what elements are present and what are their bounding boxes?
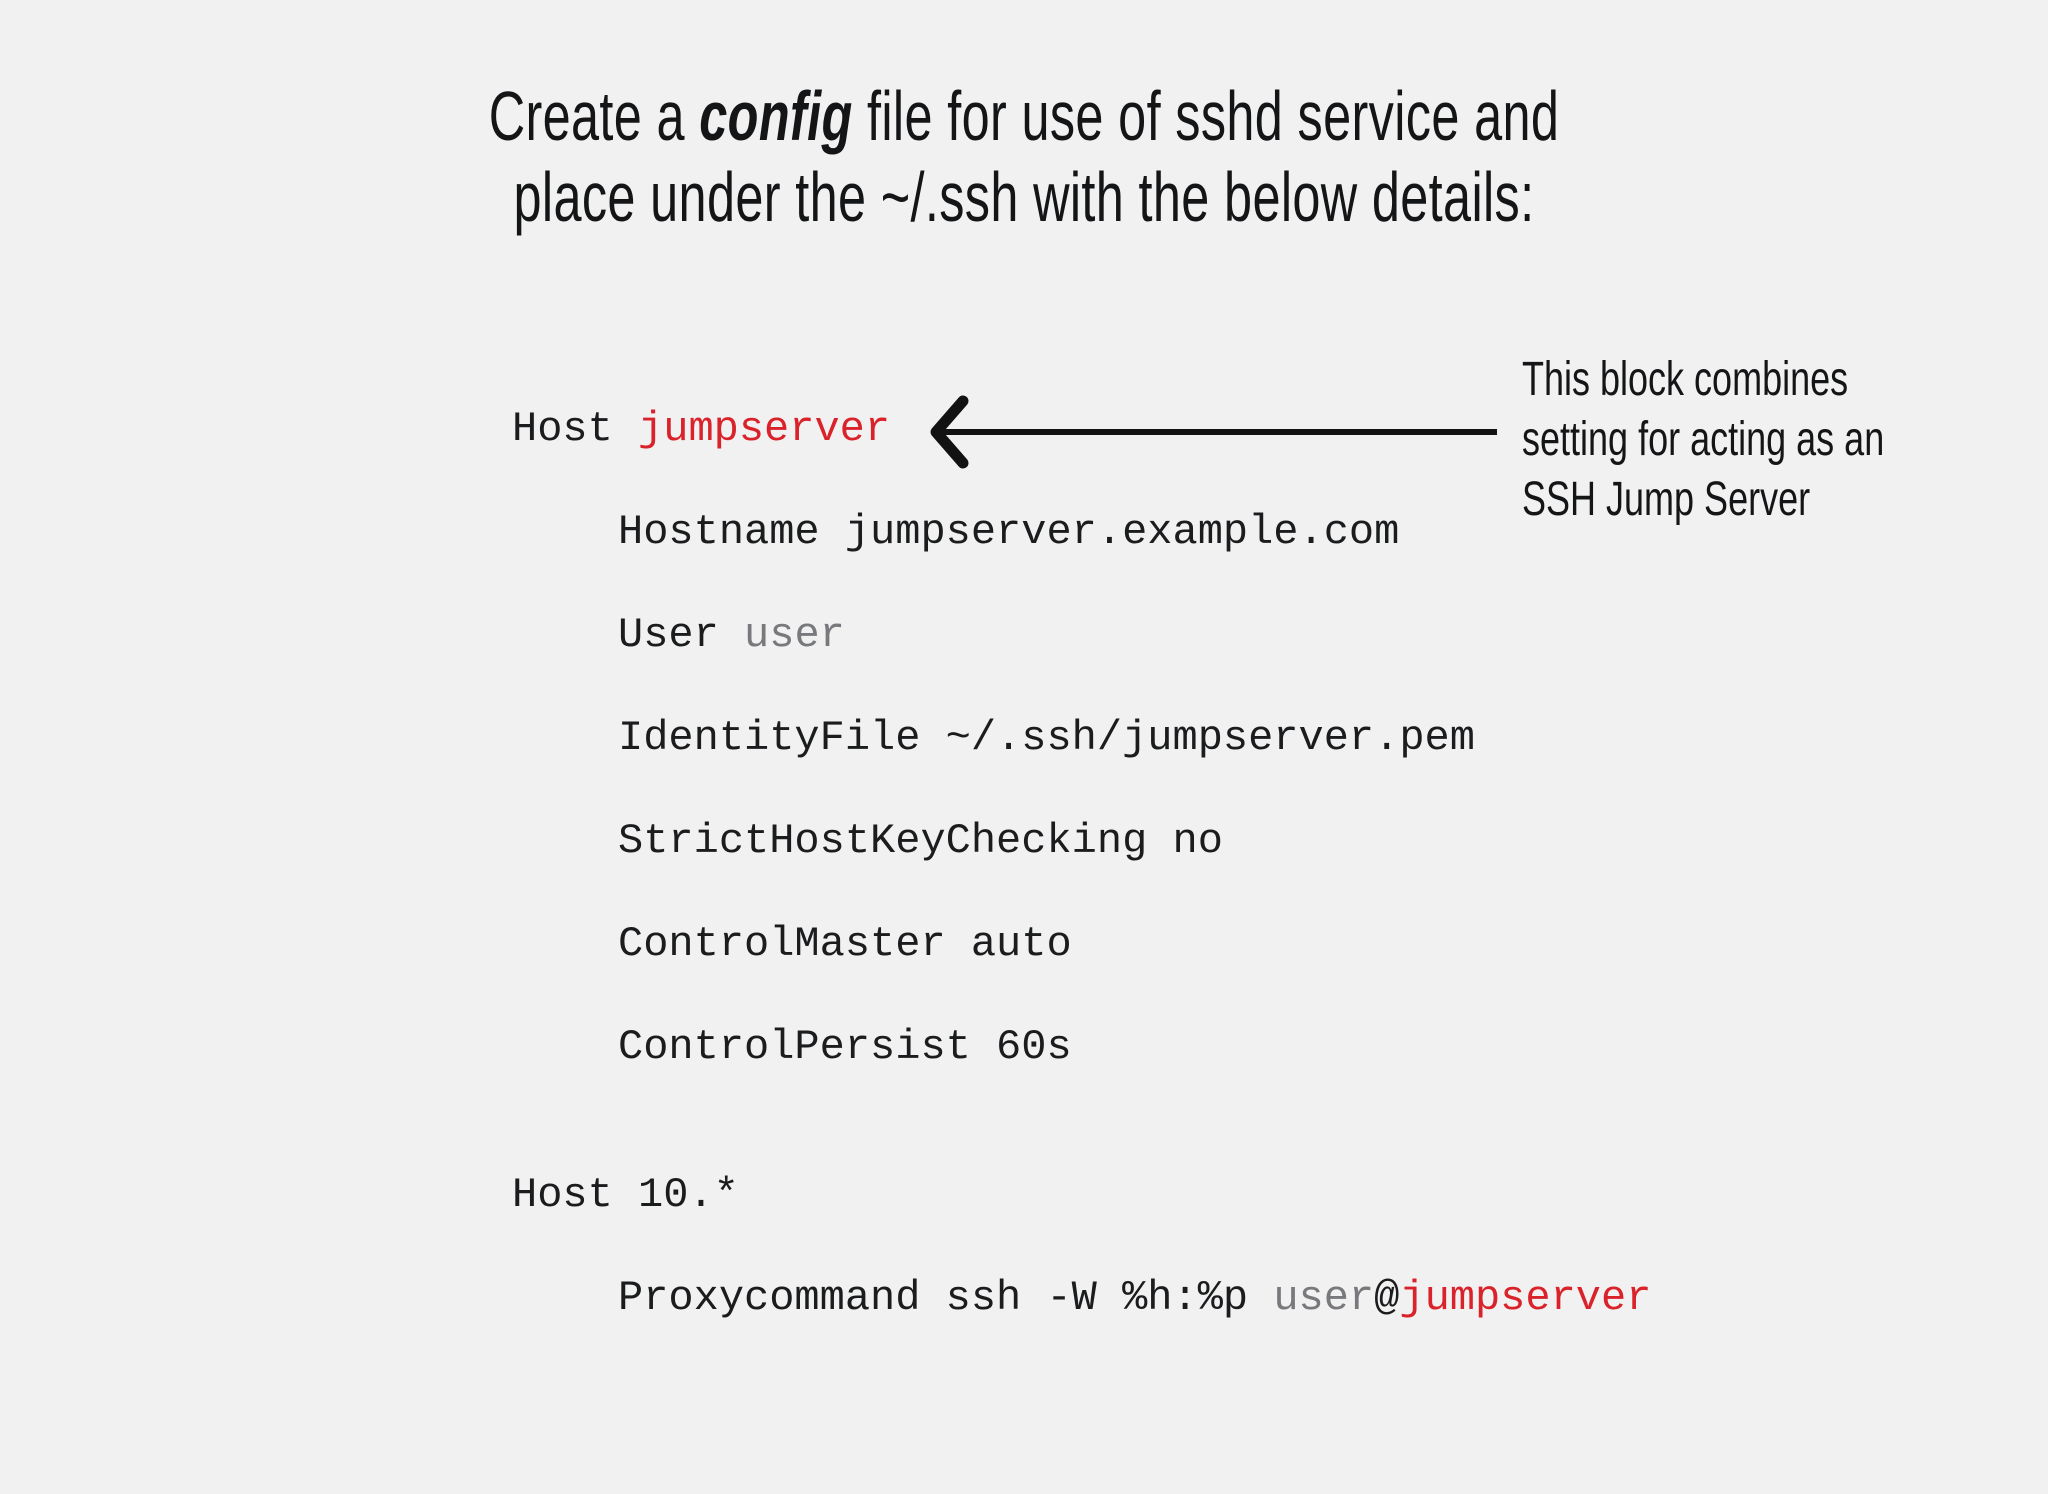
config-segment-dark: Proxycommand ssh -W %h:%p [618,1274,1274,1322]
config-line: ControlMaster auto [512,893,1651,996]
config-segment-dark: ControlPersist 60s [618,1023,1072,1071]
annotation-line: setting for acting as an [1522,413,1885,466]
title-config-emphasis: config [699,77,853,155]
config-line: Host 10.* [512,1144,1651,1247]
annotation-callout: This block combines setting for acting as… [1522,350,1884,530]
config-line: Host jumpserver [512,378,1651,481]
config-segment-red: jumpserver [1399,1274,1652,1322]
config-segment-dark: Host [512,405,639,453]
config-segment-gray: user [1273,1274,1375,1322]
config-line: Hostname jumpserver.example.com [512,481,1651,584]
config-line: IdentityFile ~/.ssh/jumpserver.pem [512,687,1651,790]
title-line-2: place under the ~/.ssh with the below de… [513,158,1535,236]
config-line: ControlPersist 60s [512,996,1651,1099]
title-line-1: Create a config file for use of sshd ser… [287,76,1762,157]
config-segment-dark: StrictHostKeyChecking no [618,817,1223,865]
config-segment-dark: Hostname jumpserver.example.com [618,508,1400,556]
config-segment-red: jumpserver [638,405,891,453]
title-text-prefix: Create a [488,77,700,155]
config-segment-dark: Host 10.* [512,1171,739,1219]
config-segment-dark: User [618,611,745,659]
config-segment-dark: IdentityFile ~/.ssh/jumpserver.pem [618,714,1475,762]
config-segment-gray: user [744,611,845,659]
annotation-line: SSH Jump Server [1522,473,1811,526]
annotation-line: This block combines [1522,353,1849,406]
config-segment-dark: ControlMaster auto [618,920,1072,968]
page-title: Create a config file for use of sshd ser… [287,76,1762,238]
config-line: User user [512,584,1651,687]
left-arrow-icon [930,395,1497,469]
config-segment-dark: @ [1374,1274,1400,1322]
config-line: StrictHostKeyChecking no [512,790,1651,893]
title-text-suffix: file for use of sshd service and [852,77,1560,155]
config-line: Proxycommand ssh -W %h:%p user@jumpserve… [512,1247,1651,1350]
